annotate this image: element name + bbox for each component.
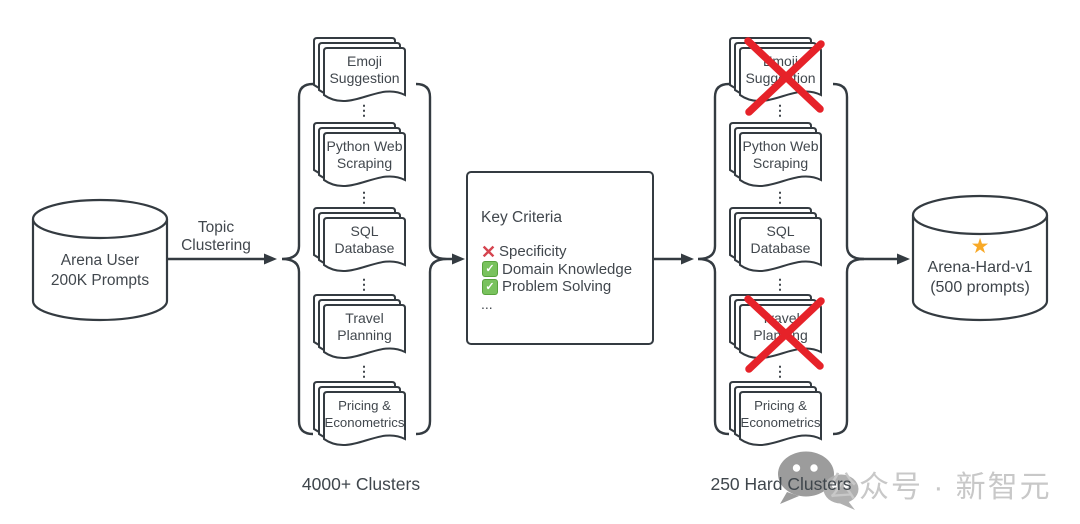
flow-arrows [167, 253, 910, 265]
cluster-card-label: SQL Database [334, 223, 395, 257]
cluster-card-label: Python Web Scraping [326, 138, 403, 172]
criteria-more-ellipsis: ... [481, 295, 493, 312]
green-check-icon: ✓ [482, 278, 498, 295]
ellipsis: ⋮ [773, 363, 787, 379]
clusters-braces [281, 82, 448, 436]
hard-clusters-caption: 250 Hard Clusters [710, 474, 852, 494]
hard-cluster-card-label: Python Web Scraping [742, 138, 819, 172]
cluster-card-label: Pricing & Econometrics [324, 398, 405, 430]
hard-cluster-card-label: SQL Database [750, 223, 811, 257]
ellipsis: ⋮ [357, 102, 371, 118]
cluster-card-label: Travel Planning [337, 310, 392, 344]
key-criteria-box: Key Criteria ✕ Specificity ✓ Domain Know… [466, 171, 654, 345]
ellipsis: ⋮ [773, 276, 787, 292]
criteria-row: ✓ Problem Solving [481, 278, 632, 296]
output-database-label: Arena-Hard-v1 (500 prompts) [927, 259, 1033, 296]
red-x-travel-planning [744, 295, 825, 373]
ellipsis: ⋮ [357, 363, 371, 379]
criteria-row: ✕ Specificity [481, 243, 632, 261]
star-icon: ★ [970, 235, 990, 258]
green-check-icon: ✓ [482, 261, 498, 278]
source-database-shape [31, 198, 169, 322]
ellipsis: ⋮ [357, 276, 371, 292]
clusters-caption: 4000+ Clusters [301, 474, 421, 494]
source-database-label: Arena User 200K Prompts [50, 252, 150, 289]
ellipsis: ⋮ [773, 189, 787, 205]
output-database-shape [911, 194, 1049, 322]
hard-cluster-card-label: Pricing & Econometrics [740, 398, 821, 430]
red-x-icon: ✕ [481, 241, 497, 262]
topic-clustering-arrow-label: Topic Clustering [181, 219, 251, 254]
watermark-text: 公众号 · 新智元 [827, 471, 1052, 504]
cluster-card-label: Emoji Suggestion [329, 53, 400, 87]
criteria-label: Domain Knowledge [502, 260, 633, 278]
red-x-emoji-suggestion [744, 37, 825, 116]
ellipsis: ⋮ [357, 189, 371, 205]
key-criteria-title: Key Criteria [481, 209, 562, 226]
wechat-icon [778, 451, 859, 510]
criteria-label: Specificity [499, 243, 567, 261]
hard-clusters-braces [697, 82, 865, 436]
criteria-label: Problem Solving [502, 278, 612, 296]
ellipsis: ⋮ [773, 102, 787, 118]
criteria-row: ✓ Domain Knowledge [481, 261, 632, 279]
